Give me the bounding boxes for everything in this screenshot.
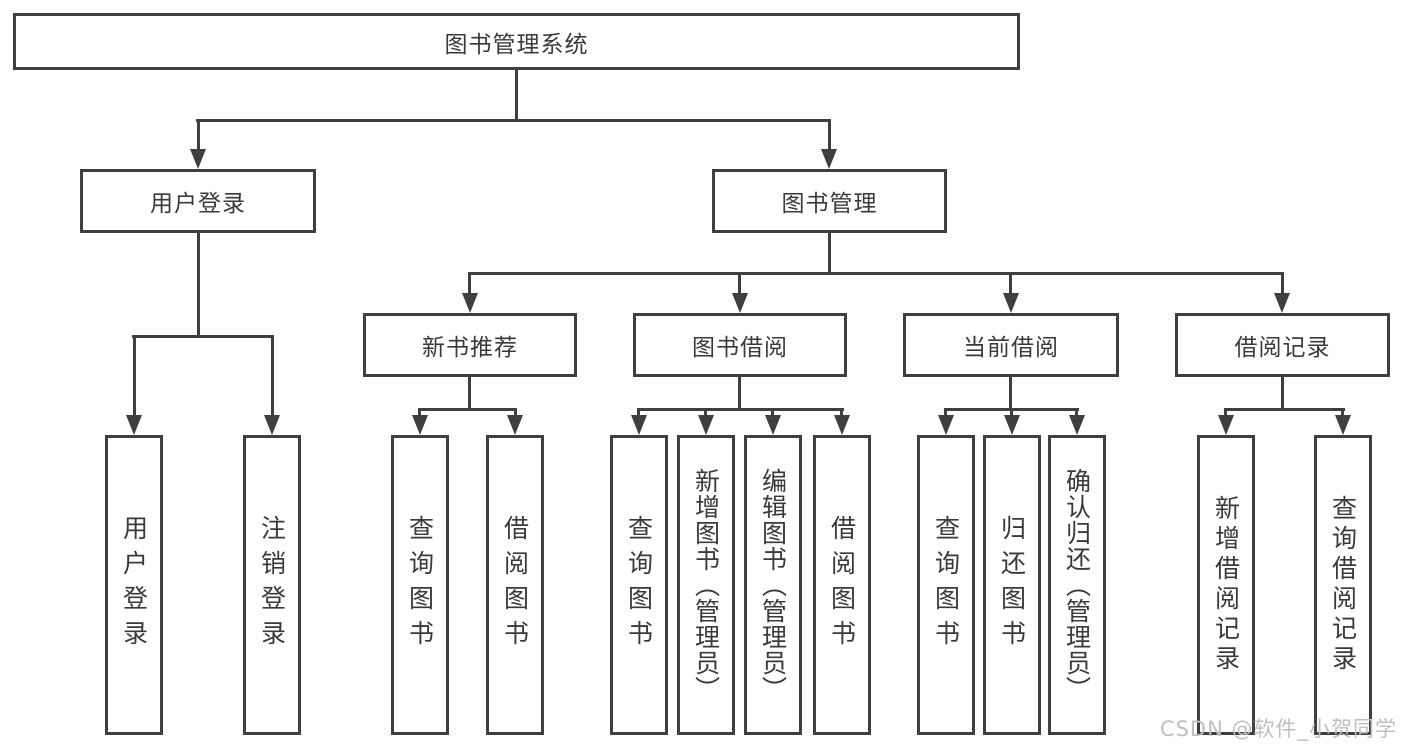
leaf-query-books-borrowing: 查询图书	[610, 435, 668, 735]
leaf-borrow-books-borrowing: 借阅图书	[813, 435, 871, 735]
node-label: 用户登录	[150, 191, 246, 217]
arrow-down-icon	[507, 415, 523, 435]
leaf-edit-books-admin: 编辑图书（管理员）	[744, 435, 802, 735]
arrow-down-icon	[1003, 293, 1019, 313]
leaf-label: 查询图书	[624, 515, 654, 655]
node-library-management-system: 图书管理系统	[13, 13, 1020, 70]
connector-leaf-drop	[133, 335, 136, 415]
arrow-down-icon	[1274, 293, 1290, 313]
arrow-down-icon	[1004, 415, 1020, 435]
node-label: 借阅记录	[1234, 335, 1331, 361]
leaf-user-login: 用户登录	[105, 435, 163, 735]
leaf-label: 确认归还（管理员）	[1062, 468, 1092, 702]
node-label: 当前借阅	[963, 335, 1059, 361]
leaf-query-books-current: 查询图书	[917, 435, 975, 735]
connector-l3-drop	[1281, 272, 1284, 293]
arrow-down-icon	[938, 415, 954, 435]
leaf-label: 借阅图书	[500, 515, 530, 655]
csdn-watermark: CSDN @软件_小贺同学	[1159, 717, 1397, 741]
node-label: 图书管理系统	[444, 31, 589, 58]
arrow-down-icon	[631, 415, 647, 435]
connector-l3-stem	[468, 377, 471, 410]
arrow-down-icon	[1218, 415, 1234, 435]
connector-leaf-drop	[1341, 408, 1344, 415]
connector-leaf-drop	[771, 408, 774, 415]
leaf-label: 新增借阅记录	[1211, 495, 1241, 675]
connector-root-stem	[515, 70, 518, 119]
leaf-return-books: 归还图书	[983, 435, 1041, 735]
leaf-add-borrow-record: 新增借阅记录	[1197, 435, 1255, 735]
connector-l3-rail	[419, 408, 517, 411]
connector-leaf-drop	[1010, 408, 1013, 415]
arrow-down-icon	[462, 293, 478, 313]
arrow-down-icon	[190, 149, 206, 169]
node-book-borrowing: 图书借阅	[633, 313, 847, 377]
connector-leaf-drop	[944, 408, 947, 415]
node-borrowing-records: 借阅记录	[1175, 313, 1390, 377]
leaf-logout: 注销登录	[243, 435, 301, 735]
leaf-query-books-recommend: 查询图书	[391, 435, 449, 735]
node-current-borrowing: 当前借阅	[903, 313, 1119, 377]
connector-leaf-drop	[514, 408, 517, 415]
connector-user-login-stem	[197, 233, 200, 337]
arrow-down-icon	[1335, 415, 1351, 435]
node-book-management: 图书管理	[712, 169, 947, 233]
connector-leaf-drop	[1224, 408, 1227, 415]
arrow-down-icon	[126, 415, 142, 435]
connector-user-login-rail	[132, 335, 274, 338]
connector-l3-stem	[1009, 377, 1012, 410]
leaf-label: 查询图书	[405, 515, 435, 655]
leaf-label: 借阅图书	[827, 515, 857, 655]
leaf-label: 用户登录	[119, 515, 149, 655]
connector-l3-stem	[738, 377, 741, 410]
node-user-login: 用户登录	[80, 169, 316, 233]
leaf-label: 查询图书	[931, 515, 961, 655]
connector-l3-drop	[738, 272, 741, 293]
connector-l3-rail	[1224, 408, 1345, 411]
connector-root-rail	[196, 119, 831, 122]
node-label: 图书管理	[781, 191, 878, 217]
leaf-label: 归还图书	[997, 515, 1027, 655]
connector-book-mgmt-rail	[468, 272, 1284, 275]
arrow-down-icon	[412, 415, 428, 435]
arrow-down-icon	[732, 293, 748, 313]
connector-l3-stem	[1281, 377, 1284, 410]
leaf-borrow-books-recommend: 借阅图书	[486, 435, 544, 735]
connector-leaf-drop	[840, 408, 843, 415]
arrow-down-icon	[1069, 415, 1085, 435]
connector-leaf-drop	[271, 335, 274, 415]
connector-leaf-drop	[704, 408, 707, 415]
leaf-label: 查询借阅记录	[1328, 495, 1358, 675]
leaf-label: 新增图书（管理员）	[691, 468, 721, 702]
leaf-label: 编辑图书（管理员）	[758, 468, 788, 702]
arrow-down-icon	[834, 415, 850, 435]
connector-leaf-drop	[637, 408, 640, 415]
connector-user-login-drop	[197, 119, 200, 149]
connector-book-mgmt-drop	[828, 119, 831, 149]
node-label: 图书借阅	[692, 335, 788, 361]
connector-book-mgmt-stem	[828, 233, 831, 274]
arrow-down-icon	[821, 149, 837, 169]
arrow-down-icon	[264, 415, 280, 435]
leaf-add-books-admin: 新增图书（管理员）	[677, 435, 735, 735]
node-new-book-recommendation: 新书推荐	[363, 313, 577, 377]
node-label: 新书推荐	[422, 335, 518, 361]
connector-leaf-drop	[1075, 408, 1078, 415]
connector-l3-drop	[1009, 272, 1012, 293]
arrow-down-icon	[698, 415, 714, 435]
leaf-label: 注销登录	[257, 515, 287, 655]
connector-l3-drop	[468, 272, 471, 293]
leaf-confirm-return-admin: 确认归还（管理员）	[1048, 435, 1106, 735]
arrow-down-icon	[765, 415, 781, 435]
connector-leaf-drop	[418, 408, 421, 415]
leaf-query-borrow-record: 查询借阅记录	[1314, 435, 1372, 735]
connector-l3-rail	[638, 408, 844, 411]
